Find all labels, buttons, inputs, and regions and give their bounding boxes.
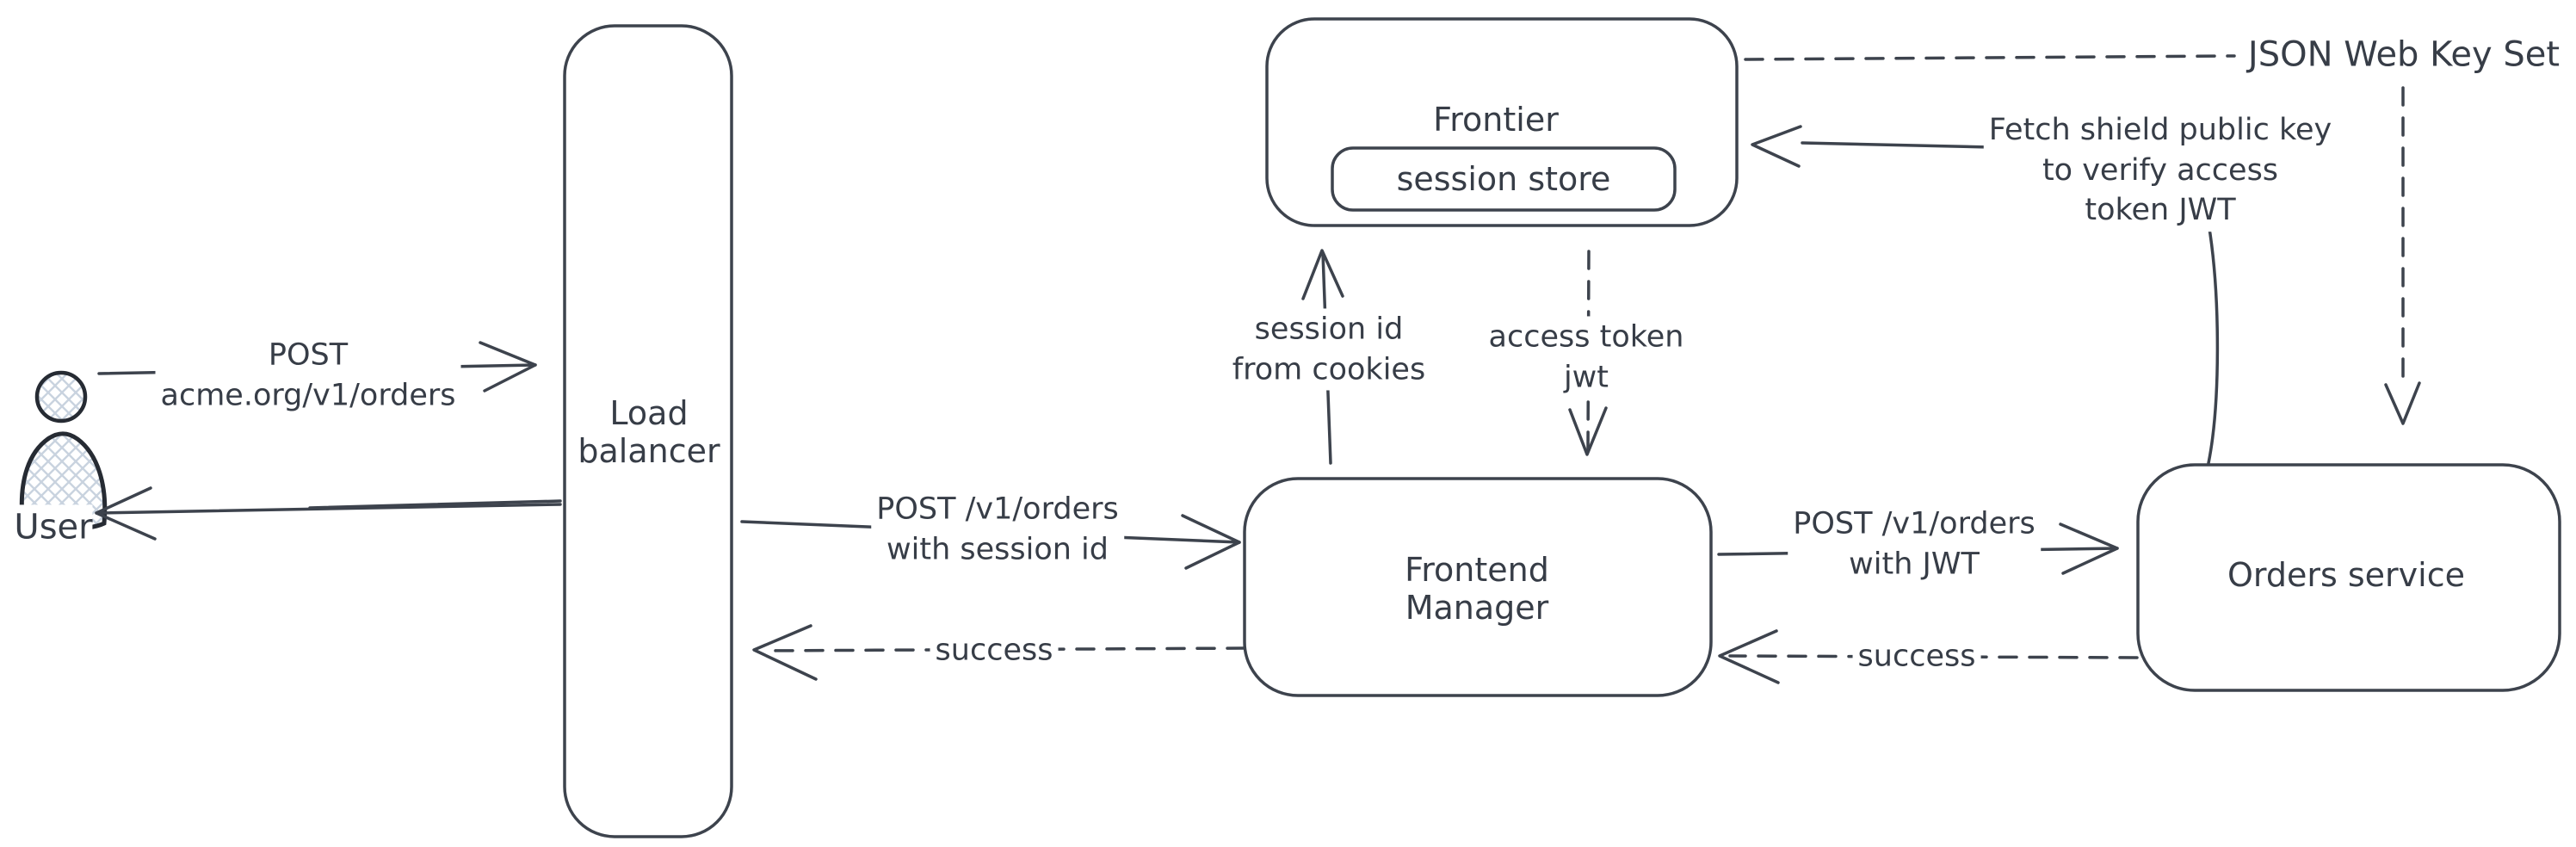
edge-label-access-token-line1: access token bbox=[1488, 319, 1684, 355]
load-balancer-label: Load balancer bbox=[572, 393, 726, 472]
edge-label-post-acme-line2: acme.org/v1/orders bbox=[160, 378, 456, 412]
line-frontier-to-jwks[interactable] bbox=[1744, 54, 2236, 61]
edge-label-post-acme: POST acme.org/v1/orders bbox=[155, 334, 461, 417]
edge-label-fetch-key-line3: token JWT bbox=[2085, 193, 2236, 228]
edge-label-success-left: success bbox=[930, 629, 1059, 672]
jwks-label: JSON Web Key Set bbox=[2242, 31, 2566, 79]
edge-label-post-jwt-line2: with JWT bbox=[1849, 547, 1980, 581]
edge-label-fetch-key: Fetch shield public key to verify access… bbox=[1983, 109, 2338, 232]
edge-label-post-jwt: POST /v1/orders with JWT bbox=[1788, 503, 2041, 585]
edge-label-post-session-line2: with session id bbox=[886, 532, 1109, 566]
frontend-manager-label: Frontend Manager bbox=[1399, 549, 1554, 628]
edge-label-session-id: session id from cookies bbox=[1226, 308, 1431, 391]
edge-label-access-token: access token jwt bbox=[1483, 316, 1690, 399]
edge-label-success-right: success bbox=[1852, 635, 1981, 678]
frontier-label: Frontier bbox=[1428, 99, 1564, 140]
edge-label-post-session: POST /v1/orders with session id bbox=[871, 488, 1124, 571]
user-label: User bbox=[14, 504, 93, 551]
arrow-lb-to-user[interactable] bbox=[95, 486, 562, 541]
load-balancer-label-line1: Load bbox=[609, 393, 689, 432]
session-store-label: session store bbox=[1396, 159, 1611, 199]
edge-label-session-id-line1: session id bbox=[1254, 312, 1404, 347]
edge-label-post-session-line1: POST /v1/orders bbox=[876, 492, 1119, 527]
edge-label-post-acme-line1: POST bbox=[268, 337, 349, 373]
edge-label-session-id-line2: from cookies bbox=[1232, 352, 1426, 386]
edge-label-access-token-line2: jwt bbox=[1563, 360, 1609, 394]
user-head[interactable] bbox=[34, 370, 88, 424]
edge-label-fetch-key-line1: Fetch shield public key bbox=[1988, 113, 2332, 148]
frontend-manager-label-line1: Frontend bbox=[1405, 550, 1549, 589]
arrow-orders-to-fm-success[interactable] bbox=[1718, 629, 2139, 684]
edge-label-post-jwt-line1: POST /v1/orders bbox=[1793, 506, 2035, 541]
orders-service-label: Orders service bbox=[2222, 554, 2470, 596]
load-balancer-label-line2: balancer bbox=[578, 432, 720, 470]
arrow-jwks-to-orders[interactable] bbox=[2384, 86, 2421, 425]
frontend-manager-label-line2: Manager bbox=[1405, 589, 1549, 627]
edge-label-fetch-key-line2: to verify access bbox=[2042, 152, 2279, 188]
